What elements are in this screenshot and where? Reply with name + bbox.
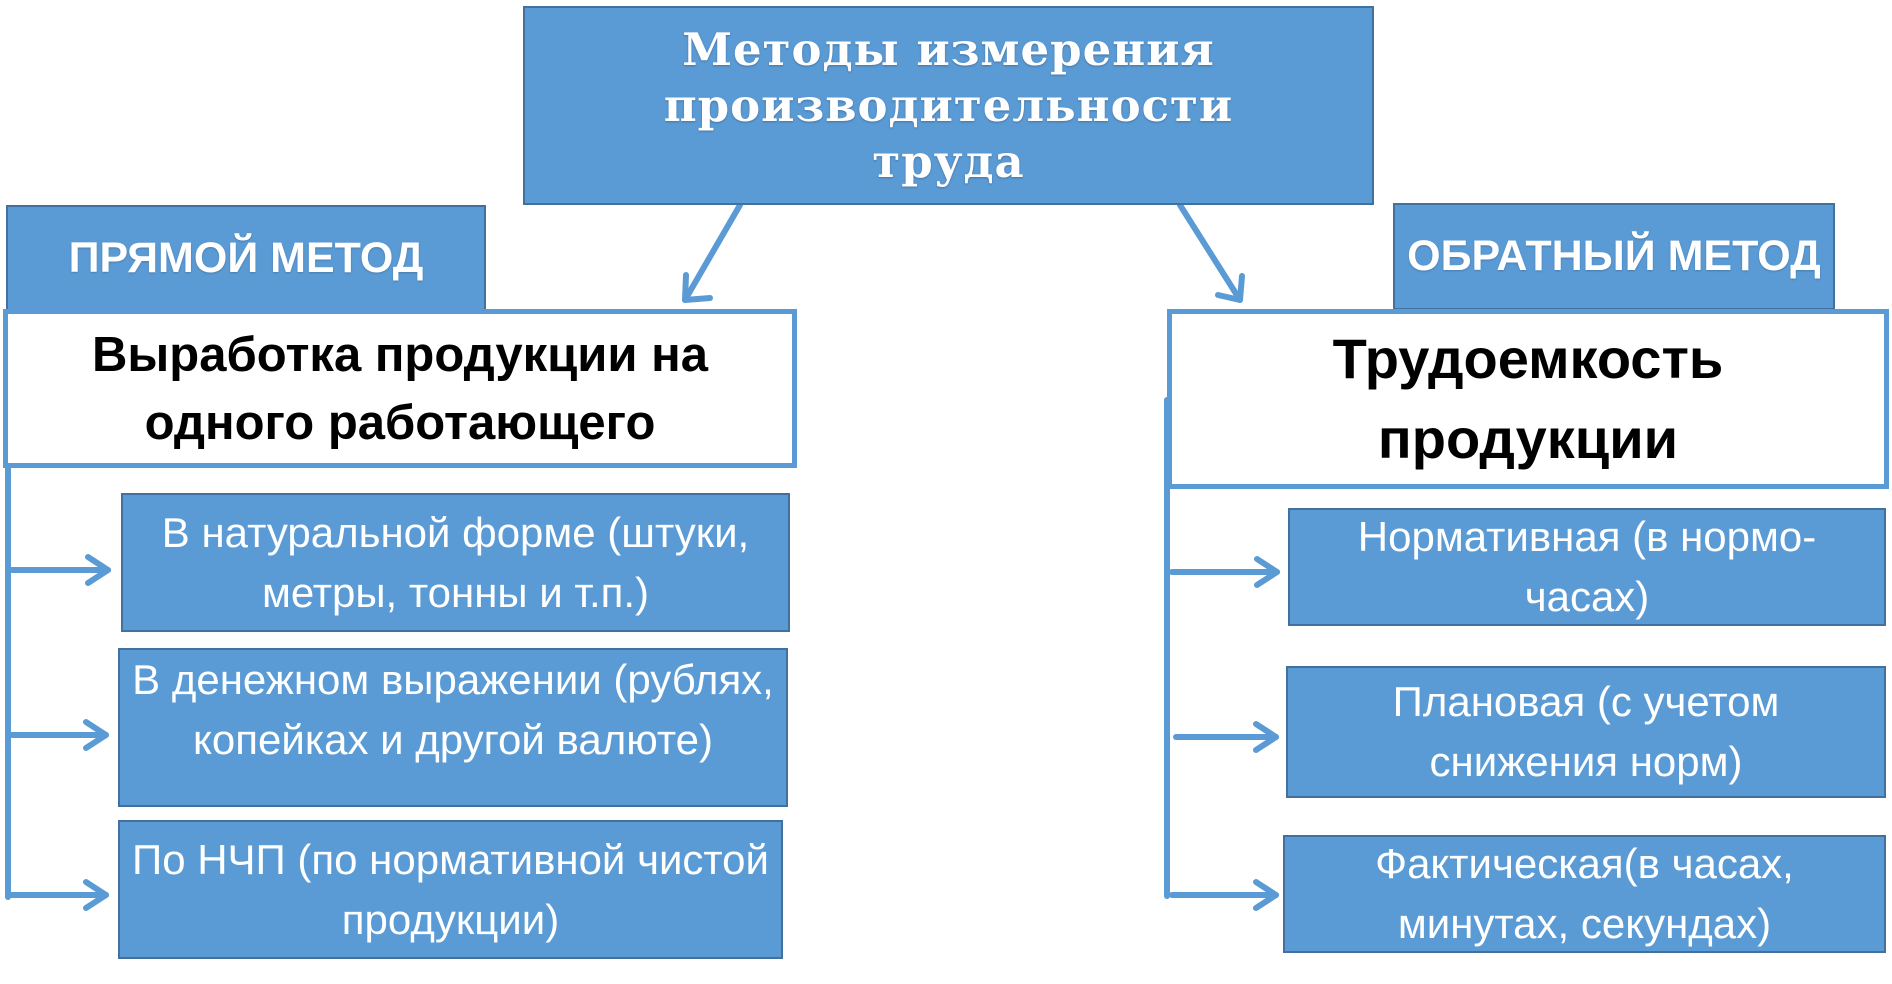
labor-intensity-box: Трудоемкость продукции xyxy=(1167,309,1889,489)
direct-method-label: ПРЯМОЙ МЕТОД xyxy=(6,205,486,312)
normative-item: Нормативная (в нормо-часах) xyxy=(1288,508,1886,626)
planned-item: Плановая (с учетом снижения норм) xyxy=(1286,666,1886,798)
output-indicator-box: Выработка продукции на одного работающег… xyxy=(3,309,797,468)
inverse-method-label: ОБРАТНЫЙ МЕТОД xyxy=(1393,203,1835,310)
arrow-to-direct xyxy=(682,202,743,303)
actual-item: Фактическая(в часах, минутах, секундах) xyxy=(1283,835,1886,953)
nchp-item: По НЧП (по нормативной чистой продукции) xyxy=(118,820,783,959)
arrow-to-inverse xyxy=(1177,202,1243,303)
monetary-form-item: В денежном выражении (рублях, копейках и… xyxy=(118,648,788,807)
diagram-title: Методы измерения производительности труд… xyxy=(523,6,1374,205)
natural-form-item: В натуральной форме (штуки, метры, тонны… xyxy=(121,493,790,632)
